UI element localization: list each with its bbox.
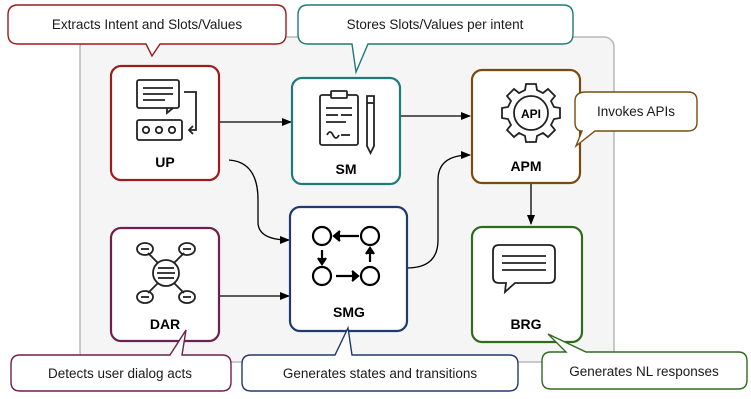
callout-apm: Invokes APIs	[574, 91, 698, 149]
callout-up: Extracts Intent and Slots/Values	[7, 4, 287, 58]
brg-label: BRG	[510, 316, 541, 332]
clipboard-icon	[319, 90, 375, 156]
smg-label: SMG	[333, 304, 365, 320]
node-apm: API APM	[470, 68, 582, 185]
callout-up-text: Extracts Intent and Slots/Values	[52, 17, 243, 32]
node-brg: BRG	[470, 225, 584, 344]
up-label: UP	[155, 154, 174, 170]
callout-smg-bubble	[241, 325, 519, 392]
node-sm: SM	[290, 76, 402, 186]
callout-smg-text: Generates states and transitions	[283, 366, 478, 381]
edge-smg-apm	[406, 151, 471, 269]
callout-sm-text: Stores Slots/Values per intent	[347, 17, 524, 32]
state-graph-icon	[311, 225, 381, 287]
callout-apm-bubble	[574, 91, 698, 149]
callout-smg: Generates states and transitions	[241, 325, 519, 392]
callout-apm-text: Invokes APIs	[597, 104, 675, 119]
node-up: UP	[109, 64, 221, 182]
node-dar: DAR	[109, 226, 221, 343]
api-gear-icon: API	[501, 83, 561, 143]
up-box	[109, 64, 221, 182]
callout-brg-text: Generates NL responses	[569, 364, 719, 379]
edge-up-smg	[228, 159, 290, 244]
callout-brg: Generates NL responses	[541, 333, 748, 390]
callout-dar-text: Detects user dialog acts	[48, 366, 192, 381]
callout-up-bubble	[7, 4, 287, 58]
sm-label: SM	[336, 161, 357, 177]
apm-label: APM	[510, 158, 541, 174]
connectors	[219, 112, 535, 300]
callout-dar: Detects user dialog acts	[10, 329, 232, 392]
callout-brg-bubble	[541, 333, 748, 390]
dar-box	[109, 226, 221, 343]
callout-sm: Stores Slots/Values per intent	[297, 4, 574, 75]
dar-label: DAR	[150, 316, 180, 332]
node-smg: SMG	[288, 205, 409, 333]
dialog-act-hub-icon	[136, 242, 196, 304]
chat-bubble-icon	[492, 244, 556, 295]
utterance-parser-icon	[136, 79, 197, 141]
callout-sm-bubble	[297, 4, 574, 75]
sm-box	[290, 76, 402, 186]
callout-dar-bubble	[10, 329, 232, 392]
api-icon-text: API	[521, 107, 541, 121]
